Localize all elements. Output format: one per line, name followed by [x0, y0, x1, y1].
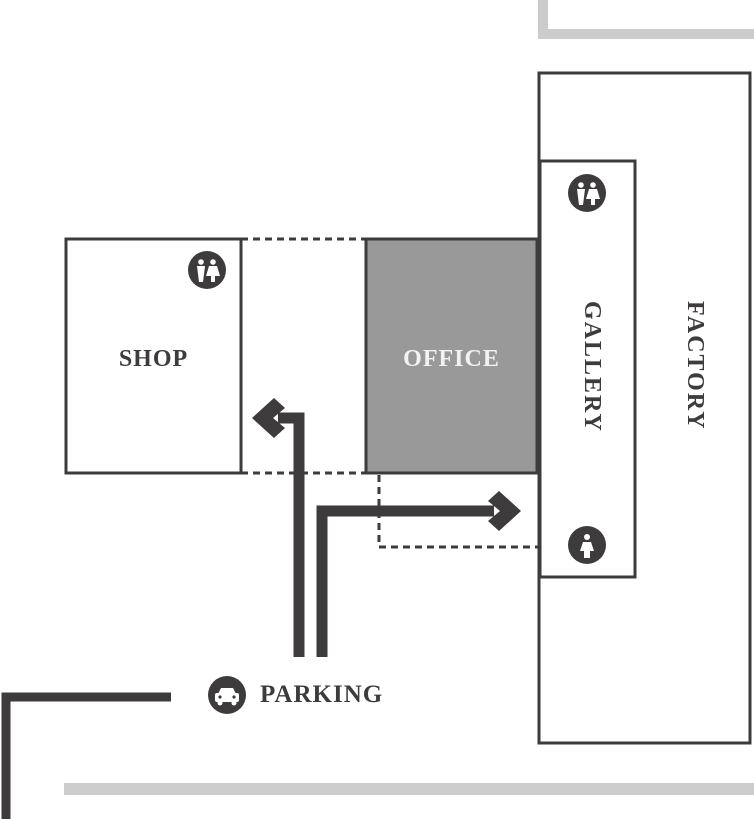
gallery-label: GALLERY: [579, 301, 605, 433]
factory-label: FACTORY: [682, 301, 708, 431]
route-arrow-to-gallery-head: [488, 491, 521, 531]
route-arrow-to-shop-head: [252, 398, 285, 438]
car-icon: [208, 676, 246, 714]
route-arrow-to-gallery: [316, 505, 494, 657]
shop-label: SHOP: [118, 346, 189, 372]
restroom-icon: [188, 251, 226, 289]
road-top: [538, 0, 754, 39]
parking-boundary: [1, 692, 171, 819]
gallery-building[interactable]: [538, 159, 637, 579]
restroom-icon: [568, 174, 606, 212]
office-label: OFFICE: [403, 346, 500, 372]
dashed-entrance-zone: [377, 475, 540, 549]
parking-label: PARKING: [260, 681, 384, 708]
office-building[interactable]: [364, 237, 539, 475]
route-arrow-to-shop: [278, 412, 305, 657]
person-icon: [568, 526, 606, 564]
